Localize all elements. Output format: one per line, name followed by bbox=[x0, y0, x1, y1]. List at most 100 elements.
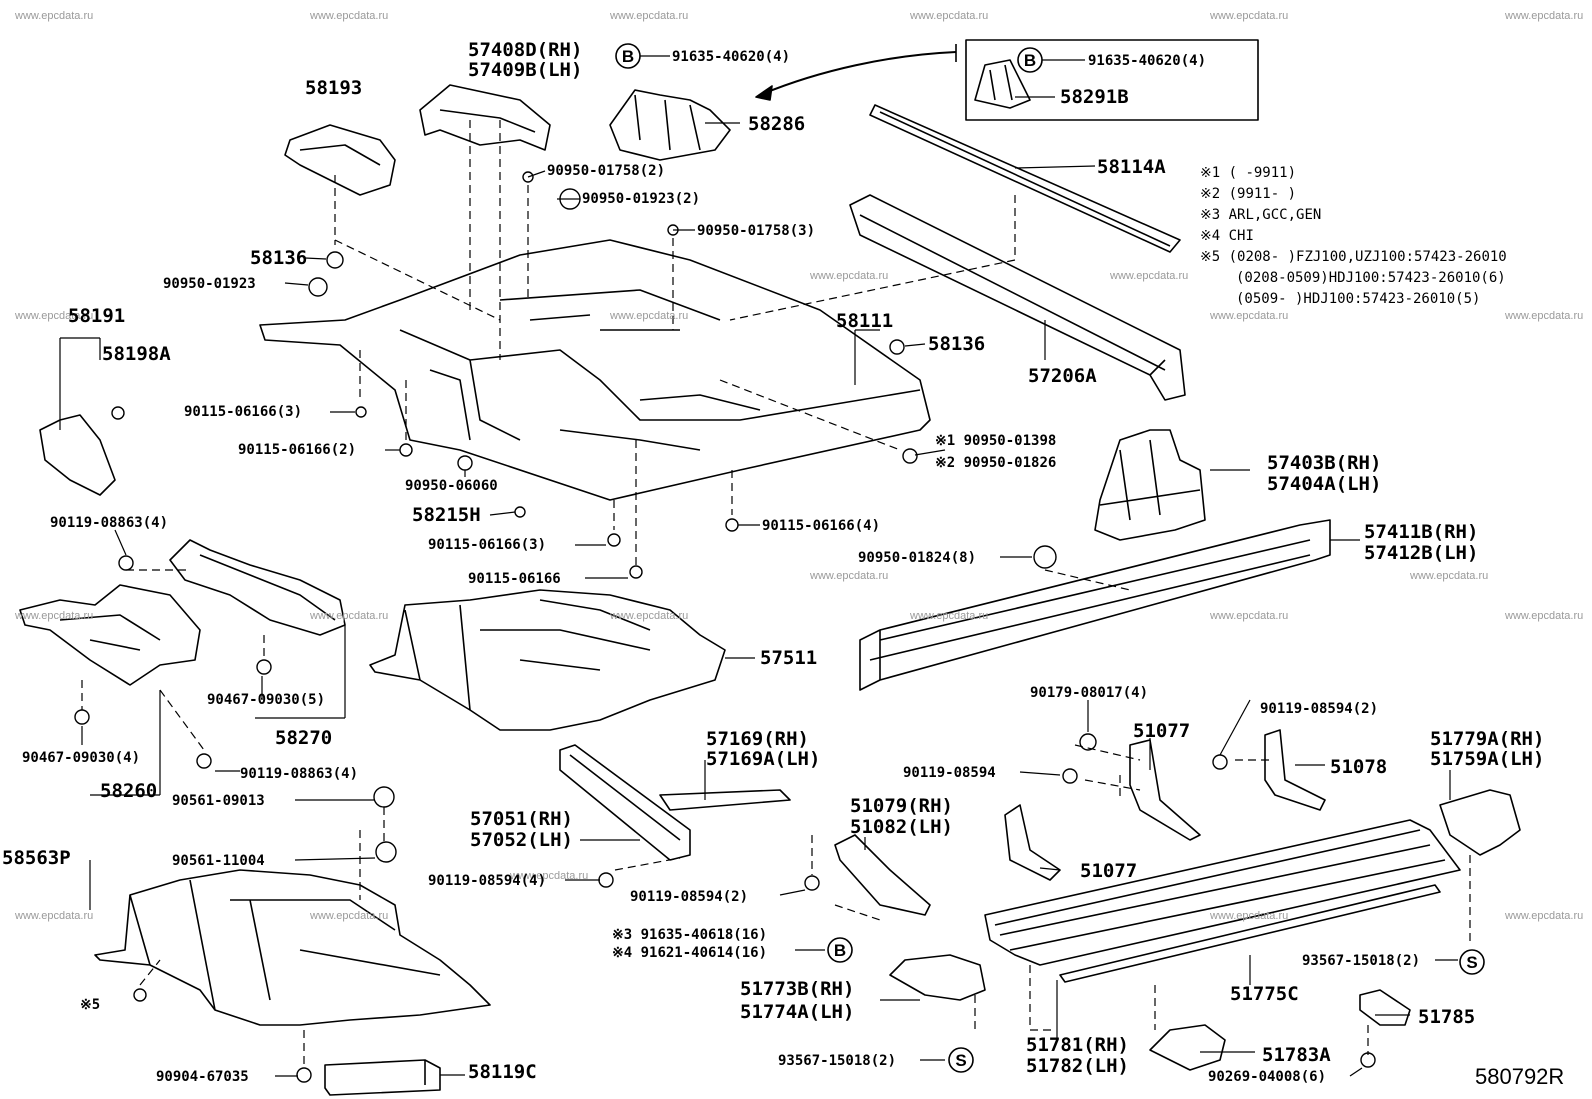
part-label[interactable]: ※5 bbox=[80, 997, 101, 1013]
part-label[interactable]: 51759A(LH) bbox=[1430, 748, 1545, 770]
part-label[interactable]: 57206A bbox=[1028, 365, 1097, 387]
watermark: www.epcdata.ru bbox=[1505, 310, 1584, 322]
part-label[interactable]: 90904-67035 bbox=[156, 1069, 249, 1085]
part-label[interactable]: 91635-40620(4) bbox=[1088, 53, 1207, 69]
part-label[interactable]: 90179-08017(4) bbox=[1030, 685, 1149, 701]
part-label[interactable]: 57412B(LH) bbox=[1364, 542, 1479, 564]
part-label[interactable]: 51077 bbox=[1080, 860, 1138, 882]
watermark: www.epcdata.ru bbox=[1505, 610, 1584, 622]
part-label[interactable]: 90950-01758(2) bbox=[547, 163, 666, 179]
part-label[interactable]: 58114A bbox=[1097, 156, 1166, 178]
bracket-57408-shape bbox=[419, 84, 551, 151]
part-label[interactable]: ※4 91621-40614(16) bbox=[612, 945, 768, 961]
part-label[interactable]: 58291B bbox=[1060, 86, 1129, 108]
part-label[interactable]: 51077 bbox=[1133, 720, 1191, 742]
part-label[interactable]: 57403B(RH) bbox=[1267, 452, 1382, 474]
part-label[interactable]: 58136 bbox=[250, 247, 308, 269]
part-label[interactable]: 57169(RH) bbox=[706, 728, 809, 750]
part-label[interactable]: 57409B(LH) bbox=[468, 59, 583, 81]
bracket-51079-shape bbox=[834, 834, 931, 916]
part-label[interactable]: 90950-06060 bbox=[405, 478, 498, 494]
part-label[interactable]: 58563P bbox=[2, 847, 71, 869]
part-label[interactable]: 51785 bbox=[1418, 1006, 1476, 1028]
part-label[interactable]: 57511 bbox=[760, 647, 818, 669]
part-label[interactable]: 58136 bbox=[928, 333, 986, 355]
part-label[interactable]: ※1 90950-01398 bbox=[935, 433, 1057, 449]
watermark: www.epcdata.ru bbox=[610, 310, 689, 322]
part-label[interactable]: 51079(RH) bbox=[850, 795, 953, 817]
box-58119-shape bbox=[324, 1059, 441, 1096]
callout-circle-s2 bbox=[948, 1047, 974, 1073]
watermark: www.epcdata.ru bbox=[910, 10, 989, 22]
watermark: www.epcdata.ru bbox=[1110, 270, 1189, 282]
part-label[interactable]: 51078 bbox=[1330, 756, 1388, 778]
part-label[interactable]: 90950-01824(8) bbox=[858, 550, 977, 566]
part-label[interactable]: 90115-06166(3) bbox=[184, 404, 303, 420]
part-label[interactable]: 93567-15018(2) bbox=[778, 1053, 897, 1069]
bracket-51783-shape bbox=[1149, 1024, 1226, 1071]
part-label[interactable]: 51781(RH) bbox=[1026, 1034, 1129, 1056]
part-label[interactable]: 58260 bbox=[100, 780, 158, 802]
part-label[interactable]: 57052(LH) bbox=[470, 829, 573, 851]
watermark: www.epcdata.ru bbox=[15, 10, 94, 22]
bracket-51078-shape bbox=[1264, 729, 1326, 811]
part-label[interactable]: 57051(RH) bbox=[470, 808, 573, 830]
part-label[interactable]: 51773B(RH) bbox=[740, 978, 855, 1000]
part-label[interactable]: 51082(LH) bbox=[850, 816, 953, 838]
part-label[interactable]: 90115-06166(4) bbox=[762, 518, 881, 534]
part-label[interactable]: 90119-08594(4) bbox=[428, 873, 547, 889]
part-label[interactable]: 90119-08594(2) bbox=[630, 889, 749, 905]
part-label[interactable]: 90269-04008(6) bbox=[1208, 1069, 1327, 1085]
part-label[interactable]: 90119-08863(4) bbox=[240, 766, 359, 782]
watermark: www.epcdata.ru bbox=[610, 10, 689, 22]
part-label[interactable]: 58286 bbox=[748, 113, 806, 135]
part-label[interactable]: 91635-40620(4) bbox=[672, 49, 791, 65]
part-label[interactable]: ※3 91635-40618(16) bbox=[612, 927, 768, 943]
inset-box bbox=[965, 39, 1259, 121]
panel-57403-shape bbox=[1094, 429, 1206, 541]
part-label[interactable]: 51774A(LH) bbox=[740, 1001, 855, 1023]
part-label[interactable]: 58215H bbox=[412, 504, 481, 526]
part-label[interactable]: 90950-01758(3) bbox=[697, 223, 816, 239]
note-2: ※2 (9911- ) bbox=[1200, 186, 1297, 202]
part-label[interactable]: 90115-06166(2) bbox=[238, 442, 357, 458]
callout-b3-text: B bbox=[834, 941, 846, 960]
part-label[interactable]: 58191 bbox=[68, 305, 126, 327]
watermark: www.epcdata.ru bbox=[310, 610, 389, 622]
part-label[interactable]: 90119-08863(4) bbox=[50, 515, 169, 531]
part-label[interactable]: 51779A(RH) bbox=[1430, 728, 1545, 750]
part-label[interactable]: 58198A bbox=[102, 343, 171, 365]
part-label[interactable]: 58270 bbox=[275, 727, 333, 749]
part-label[interactable]: 90115-06166 bbox=[468, 571, 561, 587]
part-label[interactable]: 51782(LH) bbox=[1026, 1055, 1129, 1077]
part-label[interactable]: 90119-08594(2) bbox=[1260, 701, 1379, 717]
callout-s2-text: S bbox=[955, 1051, 966, 1070]
part-label[interactable]: 90950-01923 bbox=[163, 276, 256, 292]
part-label[interactable]: 90561-09013 bbox=[172, 793, 265, 809]
part-label[interactable]: 51783A bbox=[1262, 1044, 1331, 1066]
part-label[interactable]: 57169A(LH) bbox=[706, 748, 821, 770]
part-label[interactable]: 90467-09030(4) bbox=[22, 750, 141, 766]
watermark: www.epcdata.ru bbox=[15, 910, 94, 922]
part-label[interactable]: 90115-06166(3) bbox=[428, 537, 547, 553]
callout-circle-s1 bbox=[1459, 949, 1485, 975]
part-label[interactable]: 58119C bbox=[468, 1061, 537, 1083]
part-label[interactable]: ※2 90950-01826 bbox=[935, 455, 1057, 471]
part-label[interactable]: 93567-15018(2) bbox=[1302, 953, 1421, 969]
part-label[interactable]: 90561-11004 bbox=[172, 853, 265, 869]
watermark: www.epcdata.ru bbox=[810, 270, 889, 282]
part-label[interactable]: 58193 bbox=[305, 77, 363, 99]
plate-58260-shape bbox=[19, 584, 201, 686]
part-label[interactable]: 57411B(RH) bbox=[1364, 521, 1479, 543]
bracket-58191-shape bbox=[39, 414, 116, 496]
part-label[interactable]: 90119-08594 bbox=[903, 765, 996, 781]
part-label[interactable]: 57408D(RH) bbox=[468, 39, 583, 61]
part-label[interactable]: 90467-09030(5) bbox=[207, 692, 326, 708]
part-label[interactable]: 58111 bbox=[836, 310, 894, 332]
part-label[interactable]: 90950-01923(2) bbox=[582, 191, 701, 207]
callout-s1-text: S bbox=[1466, 953, 1477, 972]
part-label[interactable]: 51775C bbox=[1230, 983, 1299, 1005]
step-51775-shape bbox=[984, 819, 1461, 966]
part-label[interactable]: 57404A(LH) bbox=[1267, 473, 1382, 495]
